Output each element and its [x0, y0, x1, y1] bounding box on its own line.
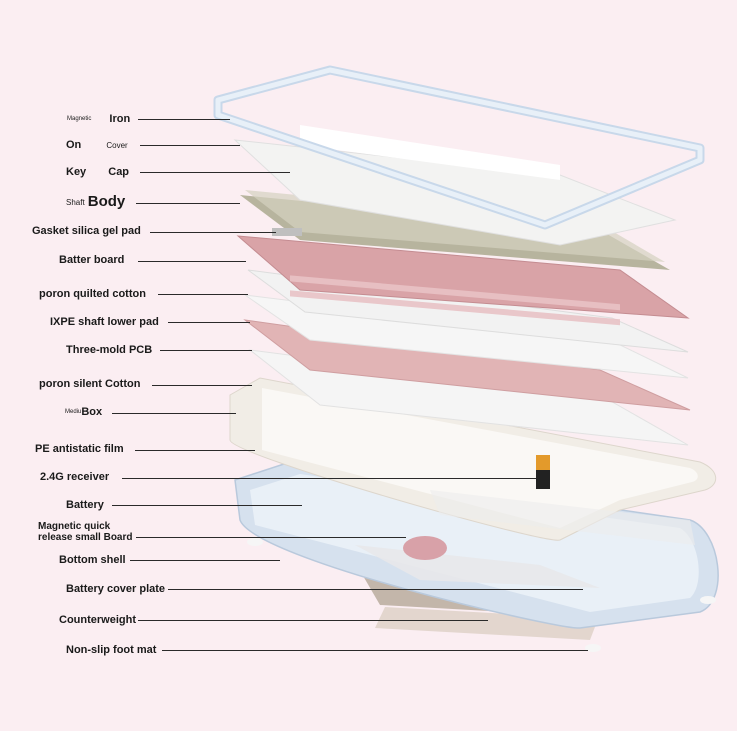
gasket-pad-shape [272, 228, 302, 236]
label-key: Key [66, 166, 87, 178]
leader-battery-cover [168, 589, 583, 590]
pe-film-shape [430, 490, 695, 545]
label-cap: Cap [108, 166, 130, 178]
label-receiver: 2.4G receiver [40, 471, 110, 483]
label-body: Body [87, 193, 126, 211]
label-non-slip: Non-slip foot mat [66, 644, 157, 656]
leader-magnetic-quick [136, 537, 406, 538]
label-pcb: Three-mold PCB [66, 344, 153, 356]
label-mediu: Mediu [65, 409, 82, 416]
label-magnetic-prefix: Magnetic [67, 116, 92, 123]
label-battery-cover: Battery cover plate [66, 583, 166, 595]
leader-counterweight [138, 620, 488, 621]
label-poron-silent: poron silent Cotton [39, 378, 141, 390]
leader-ixpe [168, 322, 250, 323]
label-poron-quilted: poron quilted cotton [39, 288, 146, 300]
label-magnetic-iron: Magnetic Iron [67, 113, 130, 125]
leader-poron-quilted [158, 294, 248, 295]
leader-battery [112, 505, 302, 506]
leader-pe-film [135, 450, 255, 451]
label-magnetic-quick: Magnetic quick release small Board [38, 521, 133, 543]
label-gasket: Gasket silica gel pad [32, 225, 141, 237]
leader-receiver [122, 478, 536, 479]
label-pe-film: PE antistatic film [35, 443, 124, 455]
label-magnetic-quick-line1: Magnetic quick [38, 521, 111, 532]
leader-poron-silent [152, 385, 252, 386]
leader-gasket [150, 232, 276, 233]
label-cover: Cover [106, 141, 128, 150]
leader-shaft-body [136, 203, 240, 204]
leader-pcb [160, 350, 252, 351]
leader-key-cap [140, 172, 290, 173]
label-magnetic-quick-line2: release small Board [38, 532, 133, 543]
magnetic-board-shape [403, 536, 447, 560]
leader-on-cover [140, 145, 240, 146]
label-battery: Battery [66, 499, 104, 511]
leader-bottom-shell [130, 560, 280, 561]
leader-magnetic-iron [138, 119, 230, 120]
label-shaft: Shaft [66, 198, 85, 207]
leader-batter-board [138, 261, 246, 262]
batter-board-shape [236, 235, 690, 319]
label-medium-box: MediuBox [65, 406, 102, 418]
leader-non-slip [162, 650, 588, 651]
label-bottom-shell: Bottom shell [59, 554, 126, 566]
label-key-cap: Key Cap [66, 166, 129, 178]
label-box: Box [81, 406, 103, 418]
label-iron: Iron [109, 113, 131, 125]
leader-medium-box [112, 413, 236, 414]
label-on-cover: On Cover [66, 139, 128, 152]
label-batter-board: Batter board [59, 254, 125, 266]
label-shaft-body: Shaft Body [66, 193, 126, 211]
label-on: On [66, 139, 82, 151]
label-counterweight: Counterweight [59, 614, 136, 626]
label-ixpe: IXPE shaft lower pad [50, 316, 159, 328]
